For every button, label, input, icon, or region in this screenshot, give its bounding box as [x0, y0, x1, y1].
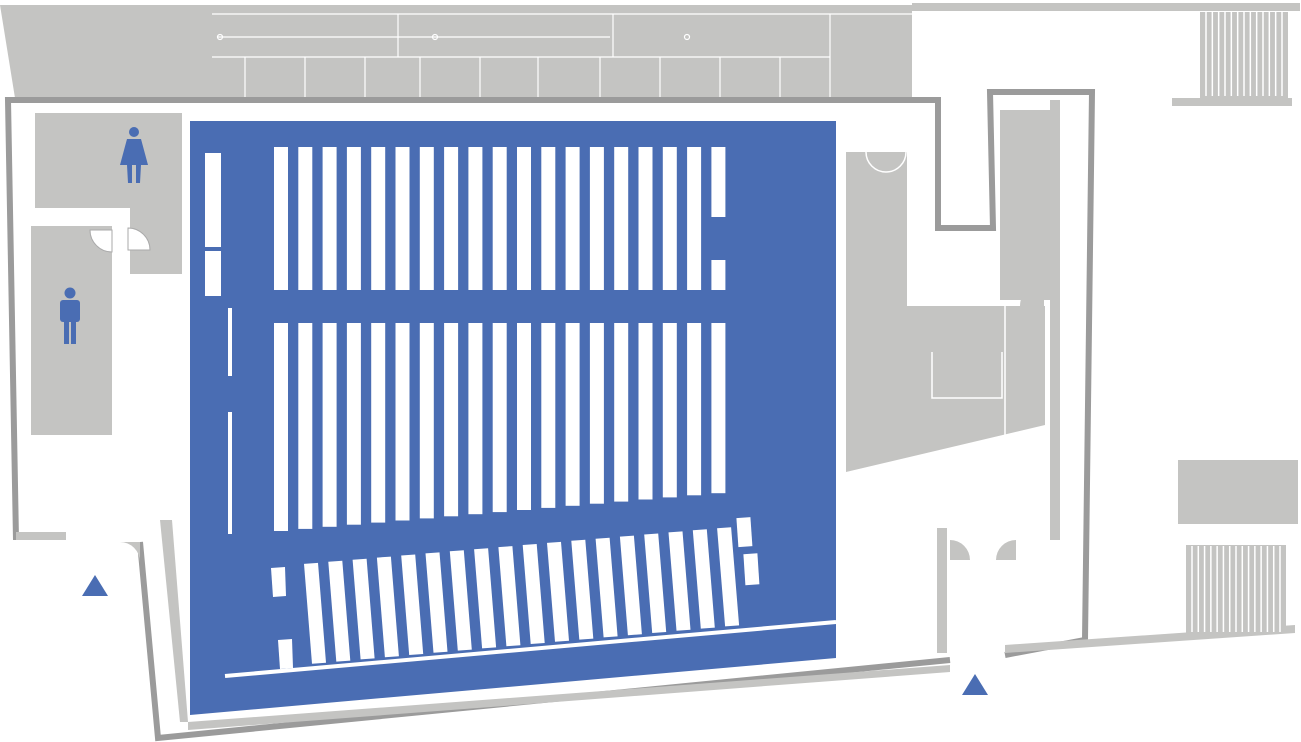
seat-row [644, 533, 667, 633]
seat-row [589, 323, 604, 504]
seat-row [498, 546, 521, 647]
seat-row [425, 552, 448, 653]
seat-row [371, 323, 386, 523]
man-icon [60, 287, 80, 344]
seat-row [517, 323, 531, 510]
seat-row [595, 537, 618, 638]
seat-row [687, 147, 702, 290]
entrance-triangle-icon [82, 575, 108, 596]
seat-row [468, 323, 483, 515]
seat-row [589, 147, 604, 290]
seat-row [541, 323, 556, 508]
seat-row [541, 147, 556, 290]
seat-row [517, 147, 531, 290]
seat-row [474, 548, 497, 649]
seat-row [717, 527, 740, 627]
seat-row [395, 147, 410, 290]
seat-row [614, 147, 629, 290]
seat-row [352, 558, 375, 660]
seat-row [547, 541, 569, 642]
seat-row [468, 147, 483, 290]
seat-row [419, 323, 434, 519]
seat-row [322, 147, 337, 290]
seat-row [522, 544, 545, 644]
seat-row [444, 147, 459, 290]
seat-row [614, 323, 629, 502]
seat-row [692, 529, 715, 629]
seat-row [571, 539, 594, 640]
seat-row [736, 517, 753, 548]
seat-row [638, 323, 653, 500]
side-rooms [846, 110, 1298, 633]
entrance-triangle-icon [962, 674, 988, 695]
seat-row [711, 323, 726, 494]
seat-row [346, 147, 361, 290]
seat-row [346, 323, 361, 525]
seat-row [376, 556, 399, 658]
seat-row [298, 323, 313, 529]
seat-row [619, 535, 642, 636]
seat-row [449, 550, 472, 651]
seat-row [271, 567, 286, 597]
seat-row [274, 323, 288, 531]
seat-row [743, 553, 760, 586]
seat-row [565, 323, 580, 506]
seat-row [395, 323, 410, 521]
seat-row [401, 554, 424, 655]
seat-row [278, 639, 293, 669]
seat-row [444, 323, 459, 517]
top-building-strip [0, 3, 1300, 106]
seat-row [711, 260, 726, 290]
woman-icon [120, 127, 148, 183]
seat-row [662, 147, 677, 290]
seat-row [638, 147, 653, 290]
seat-row [419, 147, 434, 290]
seat-row [662, 323, 677, 498]
seat-row [668, 531, 691, 631]
seat-row [322, 323, 337, 527]
seat-row [492, 147, 507, 290]
seat-row [687, 323, 702, 496]
seat-row [304, 562, 326, 664]
seat-row [371, 147, 386, 290]
seat-row [274, 147, 288, 290]
womens-restroom [35, 113, 182, 208]
seat-row [565, 147, 580, 290]
seat-row [298, 147, 313, 290]
seat-row [711, 147, 726, 217]
seat-row [492, 323, 507, 513]
seat-row [328, 560, 351, 662]
